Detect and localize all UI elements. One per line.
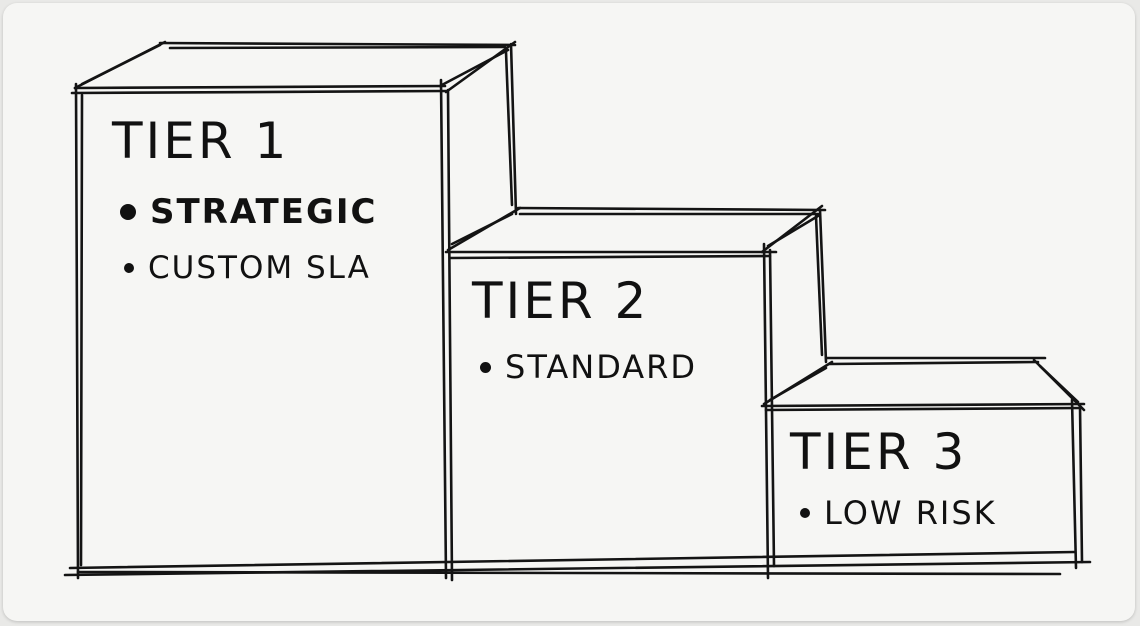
bullet-dot <box>480 361 491 373</box>
tier-2-bullet-1-text: STANDARD <box>505 348 698 386</box>
tier-1-title: TIER 1 <box>112 112 290 170</box>
tier-1-bullet-2: CUSTOM SLA <box>124 250 371 286</box>
tier-1-bullet-1: STRATEGIC <box>120 192 377 232</box>
bullet-dot <box>120 204 136 220</box>
tier-3-title: TIER 3 <box>790 423 968 481</box>
tier-3-block <box>760 356 1086 570</box>
bullet-dot <box>124 263 134 273</box>
paper-background <box>3 3 1135 621</box>
ground-lines <box>63 550 1092 577</box>
tier-3-bullet-1-text: LOW RISK <box>824 494 997 532</box>
bullet-dot <box>800 508 810 518</box>
tier-2-title: TIER 2 <box>472 272 650 330</box>
tier-1-bullet-1-text: STRATEGIC <box>150 192 378 232</box>
tier-1-block <box>70 40 518 582</box>
tier-3-bullet-1: LOW RISK <box>800 494 997 532</box>
tier-2-block <box>444 204 828 580</box>
tier-1-bullet-2-text: CUSTOM SLA <box>148 250 371 286</box>
tier-2-bullet-1: STANDARD <box>480 348 697 386</box>
